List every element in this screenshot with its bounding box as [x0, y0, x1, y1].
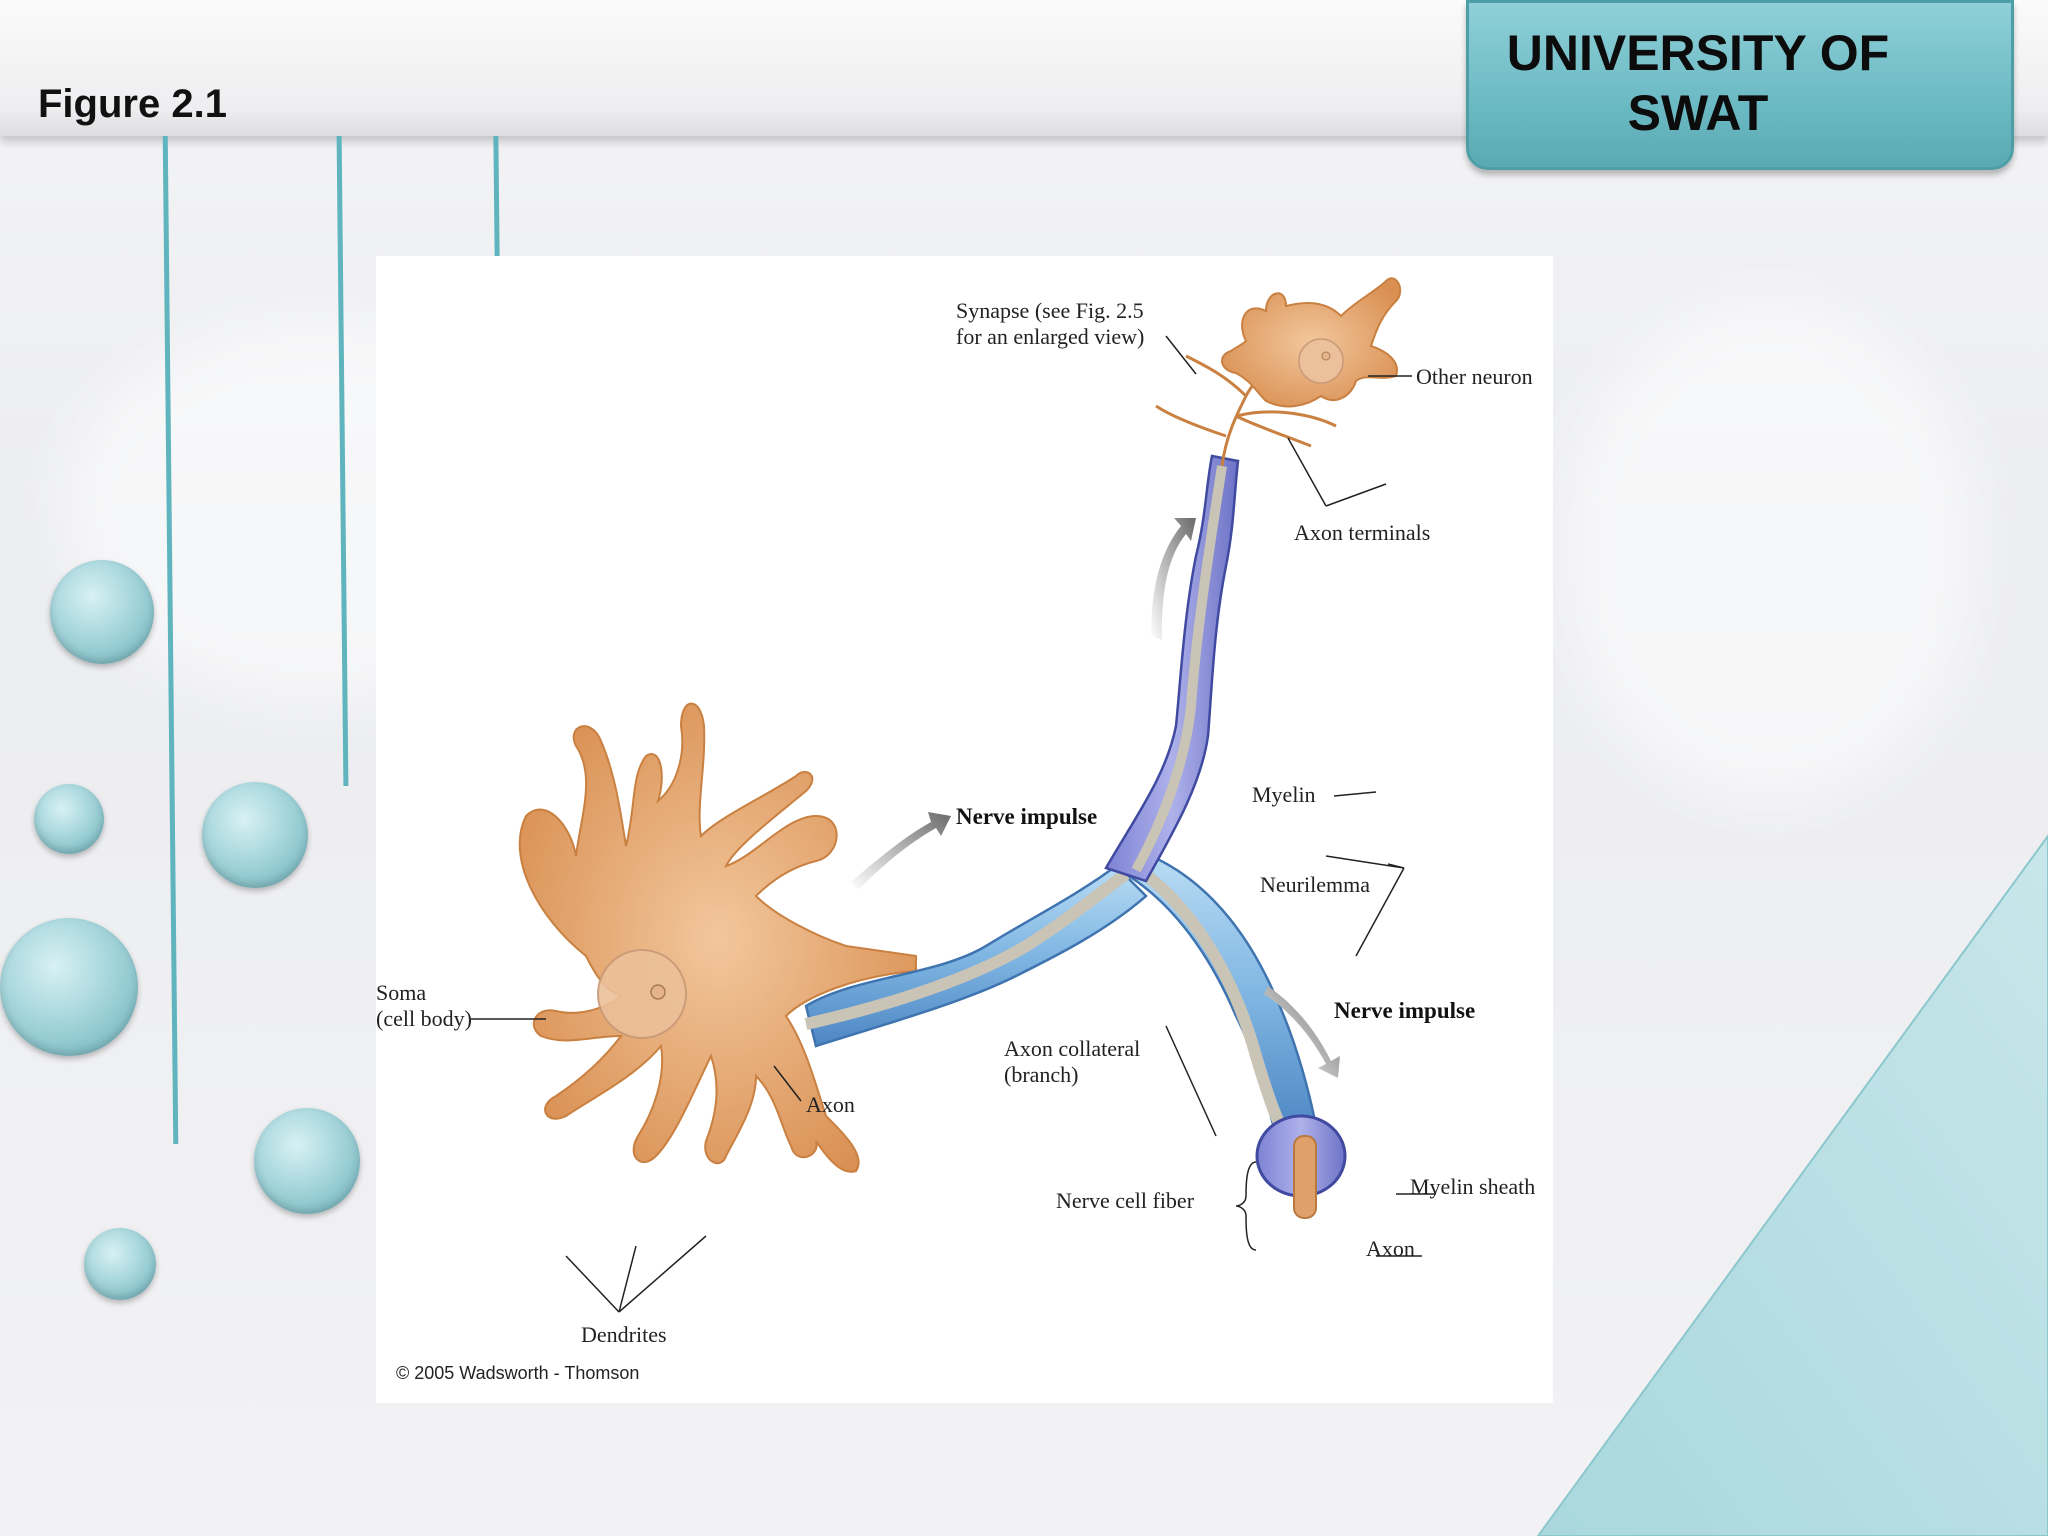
label-axon-2: Axon — [1366, 1236, 1415, 1261]
label-dendrites: Dendrites — [581, 1322, 667, 1347]
impulse-arrow-2 — [1151, 518, 1196, 640]
impulse-arrow-1 — [851, 812, 951, 890]
label-nerve-cell-fiber: Nerve cell fiber — [1056, 1188, 1195, 1213]
neuron-diagram: Synapse (see Fig. 2.5 for an enlarged vi… — [376, 277, 1535, 1347]
soma-neuron — [518, 702, 917, 1173]
impulse-arrow-3 — [1264, 986, 1340, 1078]
label-myelin-sheath: Myelin sheath — [1410, 1174, 1535, 1199]
label-myelin: Myelin — [1252, 782, 1316, 807]
leader-lines — [471, 335, 1436, 1313]
label-nerve-impulse-1: Nerve impulse — [956, 804, 1097, 829]
label-nerve-impulse-2: Nerve impulse — [1334, 998, 1475, 1023]
label-axon-collateral-line1: Axon collateral — [1004, 1036, 1140, 1061]
label-soma-line1: Soma — [376, 980, 426, 1005]
label-other-neuron: Other neuron — [1416, 364, 1533, 389]
label-soma-line2: (cell body) — [376, 1006, 472, 1031]
copyright-notice: © 2005 Wadsworth - Thomson — [396, 1363, 640, 1383]
label-neurilemma: Neurilemma — [1260, 872, 1370, 897]
decorative-bubble — [0, 918, 138, 1056]
university-name: UNIVERSITY OF SWAT — [1506, 25, 1890, 141]
neuron-diagram-panel: Synapse (see Fig. 2.5 for an enlarged vi… — [376, 256, 1553, 1403]
decorative-bubble — [254, 1108, 360, 1214]
background-blob — [1560, 300, 1980, 800]
decorative-bubble — [84, 1228, 156, 1300]
decorative-bubble — [202, 782, 308, 888]
figure-title: Figure 2.1 — [38, 82, 227, 126]
label-axon-collateral-line2: (branch) — [1004, 1062, 1079, 1087]
label-synapse-line1: Synapse (see Fig. 2.5 — [956, 298, 1144, 323]
decorative-bubble — [34, 784, 104, 854]
myelinated-axon — [804, 454, 1347, 1219]
label-axon-terminals: Axon terminals — [1294, 520, 1430, 545]
other-neuron — [1155, 277, 1402, 467]
university-badge: UNIVERSITY OF SWAT — [1466, 0, 2014, 170]
label-axon-1: Axon — [806, 1092, 855, 1117]
label-synapse-line2: for an enlarged view) — [956, 324, 1144, 349]
decorative-bubble — [50, 560, 154, 664]
